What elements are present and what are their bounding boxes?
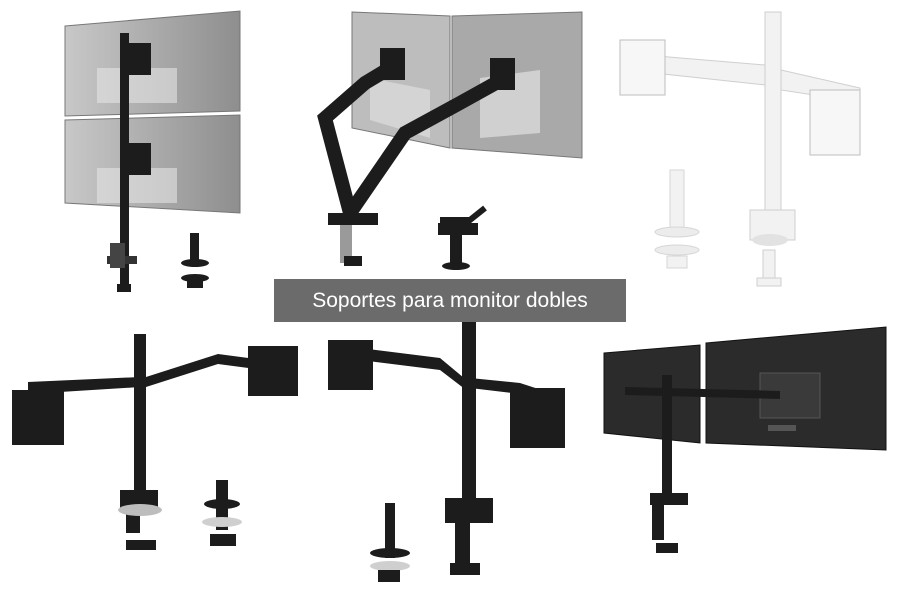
caption-banner: Soportes para monitor dobles (274, 279, 626, 322)
product-dual-arm-mount-left (8, 332, 300, 562)
product-dual-arm-mount-center (320, 308, 580, 590)
product-stacked-dual-monitor-stand (55, 8, 255, 298)
product-gas-spring-dual-arm (310, 8, 590, 276)
product-white-dual-monitor-arm (615, 10, 885, 295)
product-single-pole-dual-mount-with-monitors (600, 325, 890, 560)
